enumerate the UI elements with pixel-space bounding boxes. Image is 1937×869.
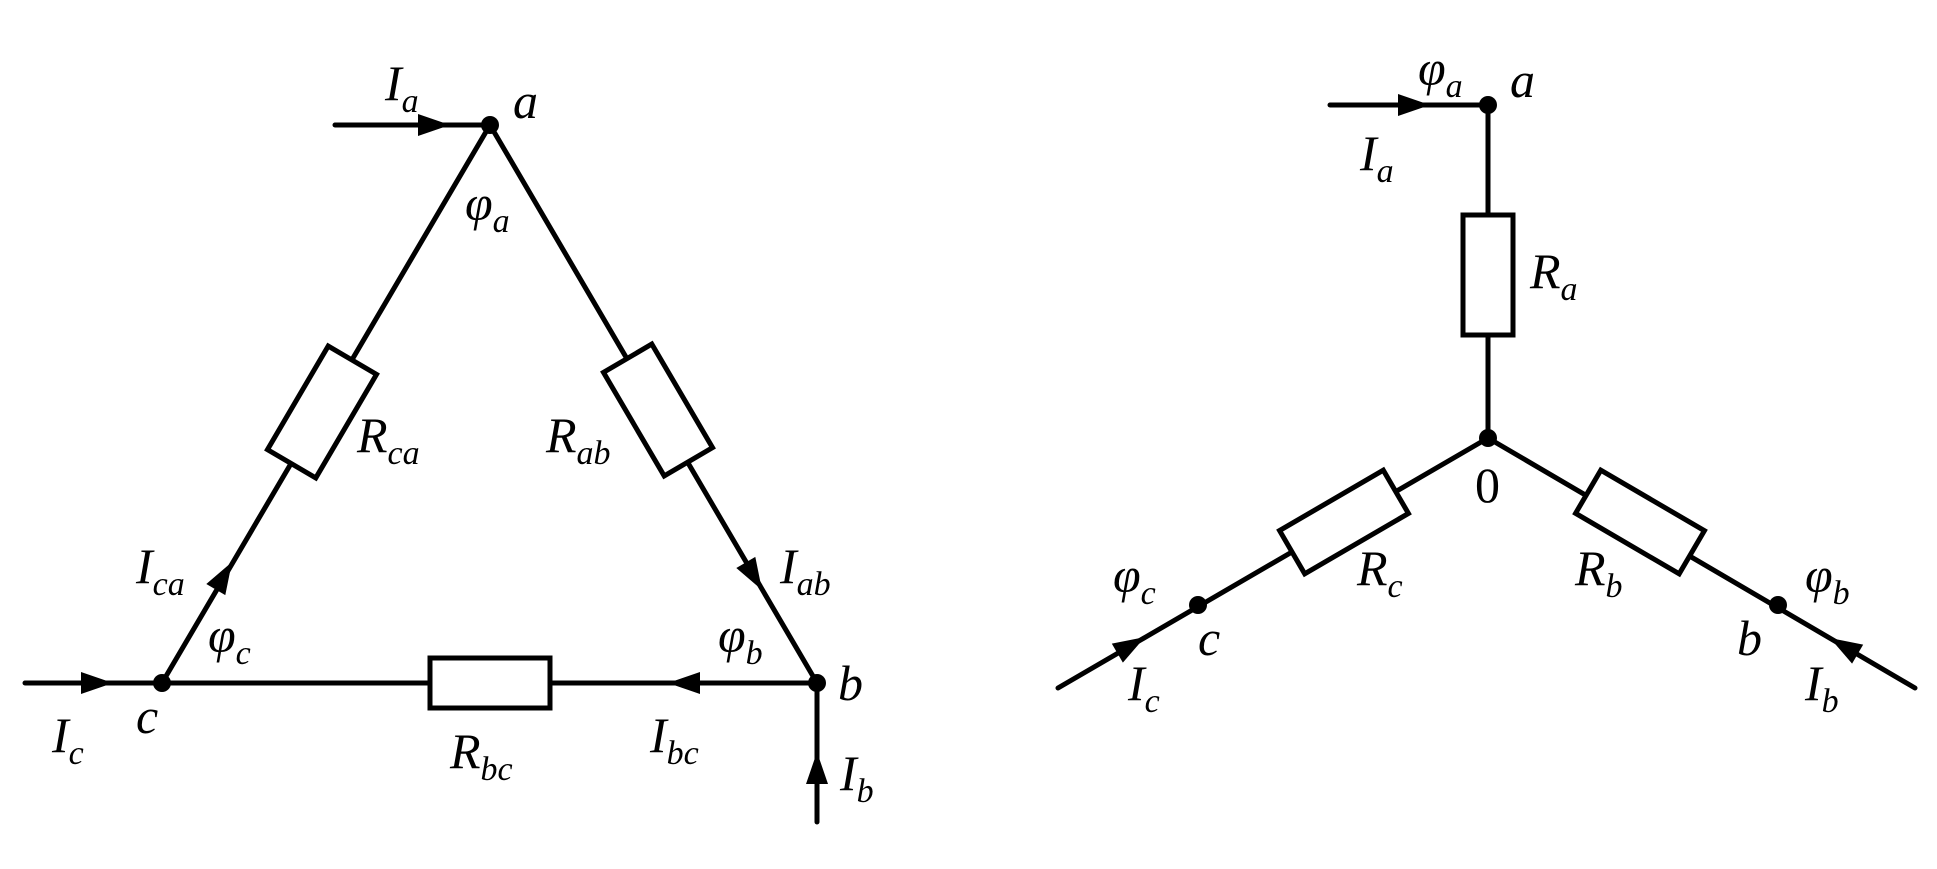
arrow-star-ib — [1830, 638, 1864, 664]
delta-current-ia-label: Ia — [384, 55, 419, 120]
delta-node-a — [481, 116, 499, 134]
star-current-ib-label: Ib — [1804, 655, 1839, 720]
star-potential-c: φc — [1113, 547, 1156, 612]
star-circuit: a 0 c b φa φc φb Ra Rc Rb Ia Ic Ib — [1055, 40, 1918, 720]
arrow-star-ic — [1111, 637, 1145, 663]
arrow-ica — [206, 562, 232, 596]
delta-current-ib-label: Ib — [839, 745, 874, 810]
delta-node-c-label: c — [136, 688, 158, 744]
star-resistor-rb-label: Rb — [1574, 540, 1623, 605]
star-resistor-ra-label: Ra — [1529, 243, 1578, 308]
delta-current-ic-label: Ic — [51, 707, 84, 772]
delta-resistor-rbc-label: Rbc — [449, 723, 513, 788]
star-node-center — [1479, 429, 1497, 447]
resistor-rab — [600, 340, 716, 480]
delta-current-iab-label: Iab — [779, 538, 831, 603]
delta-node-b — [808, 674, 826, 692]
star-node-center-label: 0 — [1475, 457, 1500, 513]
delta-node-c — [153, 674, 171, 692]
star-node-b-label: b — [1737, 610, 1762, 666]
star-current-ia-label: Ia — [1359, 125, 1394, 190]
star-node-c — [1189, 596, 1207, 614]
star-current-ic-label: Ic — [1127, 655, 1160, 720]
resistor-rc — [1276, 466, 1412, 578]
star-resistor-rc-label: Rc — [1356, 540, 1403, 605]
star-node-b — [1769, 596, 1787, 614]
resistor-rca — [264, 342, 380, 482]
resistor-rb — [1572, 466, 1708, 578]
star-node-a — [1479, 96, 1497, 114]
delta-node-a-label: a — [513, 73, 538, 129]
star-node-c-label: c — [1198, 610, 1220, 666]
arrow-iab — [736, 556, 762, 590]
delta-circuit: a c b φa φc φb Rca Rab Rbc Ia Ic Ib Ica … — [22, 55, 874, 825]
delta-current-ibc-label: Ibc — [649, 707, 699, 772]
resistor-rbc — [427, 655, 553, 711]
arrow-ia — [418, 114, 450, 136]
delta-node-b-label: b — [838, 655, 863, 711]
arrow-star-ia — [1398, 94, 1430, 116]
arrow-ibc — [668, 672, 700, 694]
star-potential-a: φa — [1418, 40, 1463, 105]
arrow-ib — [806, 752, 828, 784]
star-node-a-label: a — [1510, 52, 1535, 108]
arrow-ic — [81, 672, 113, 694]
delta-potential-a: φa — [465, 175, 510, 240]
delta-current-ica-label: Ica — [135, 538, 185, 603]
delta-resistor-rab-label: Rab — [545, 407, 611, 472]
delta-potential-b: φb — [718, 607, 763, 672]
delta-potential-c: φc — [208, 607, 251, 672]
delta-resistor-rca-label: Rca — [356, 407, 420, 472]
resistor-ra — [1460, 212, 1516, 338]
star-potential-b: φb — [1805, 547, 1850, 612]
